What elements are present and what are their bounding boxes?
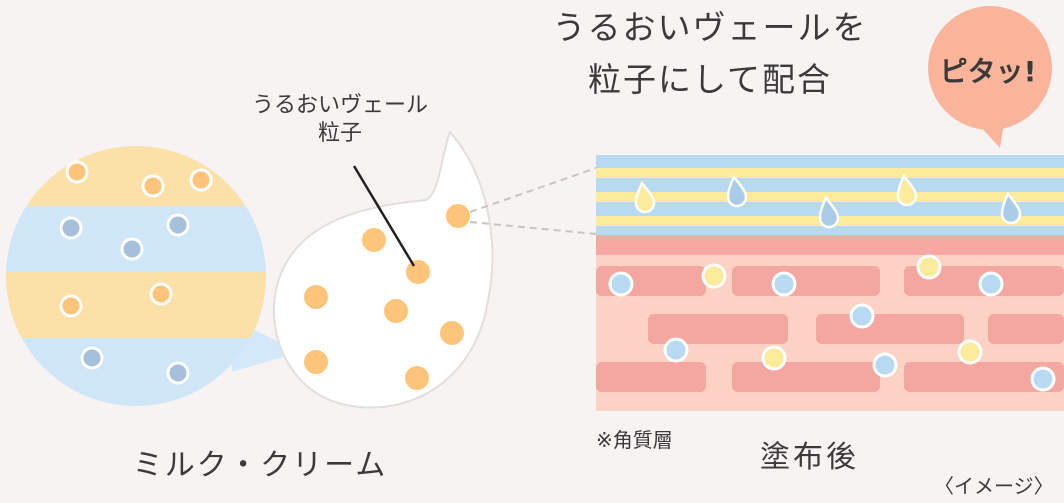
particle-pointer-line (352, 165, 416, 267)
stratum-corneum-note: ※角質層 (596, 428, 673, 452)
zoom-line-bottom (469, 221, 597, 235)
title-line-2: 粒子にして配合 (587, 60, 832, 99)
cream-droplet (272, 130, 494, 409)
particle-label-line-1: うるおいヴェール (251, 93, 428, 118)
title-line-1: うるおいヴェールを (552, 8, 868, 47)
veil-droplets (634, 173, 1022, 229)
speech-bubble (928, 6, 1052, 148)
speech-bubble-text: ピタッ! (939, 55, 1037, 88)
particle-label: うるおいヴェール 粒子 (220, 92, 460, 148)
cream-particles (59, 160, 213, 385)
magnified-cream-circle (6, 146, 300, 406)
skin-cross-section (596, 155, 1064, 411)
milk-cream-caption: ミルク・クリーム (132, 448, 388, 483)
zoom-line-top (469, 167, 597, 213)
main-title: うるおいヴェールを 粒子にして配合 (520, 2, 900, 106)
droplet-particles (304, 204, 470, 390)
image-disclaimer: 〈イメージ〉 (934, 474, 1054, 498)
skin-particles (608, 254, 1056, 392)
particle-label-line-2: 粒子 (317, 121, 362, 146)
after-application-caption: 塗布後 (760, 440, 859, 475)
corneocyte-cells (596, 266, 1064, 392)
